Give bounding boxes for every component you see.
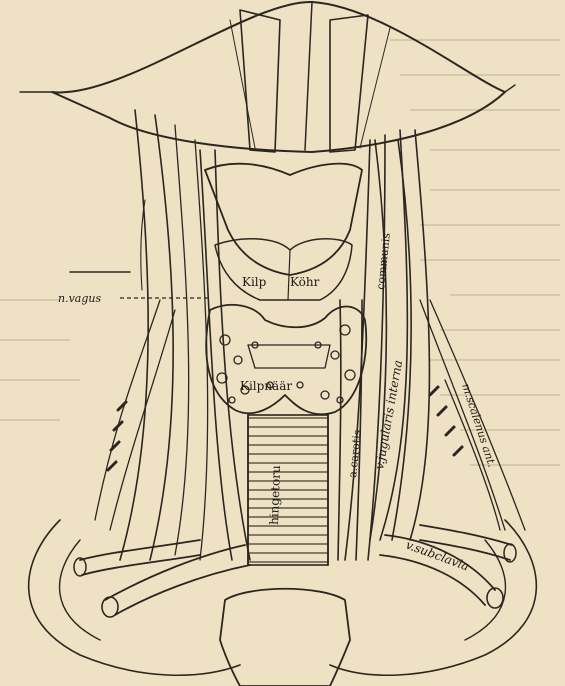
label-hingetoru: hingetoru (267, 465, 283, 525)
right-neck-muscles (345, 130, 525, 560)
thyroid-gland (206, 305, 366, 414)
mylohyoid-muscle (20, 2, 515, 152)
trachea (248, 415, 328, 565)
label-v-jugularis-interna: v.jugularis interna (372, 359, 405, 470)
infrahyoid-strap-muscles (240, 10, 368, 152)
sternum-manubrium (220, 589, 350, 686)
label-kilp: Kilp (242, 275, 267, 289)
jugular-vein (370, 140, 411, 540)
label-kilpnaare: Kilpnäär (240, 379, 292, 393)
thyroid-cartilage (205, 164, 362, 300)
label-a-carotis-communis: communis (374, 232, 393, 290)
label-n-vagus: n.vagus (58, 292, 101, 305)
label-a-carotis: a.carotis (346, 429, 364, 479)
label-kohr: Köhr (290, 275, 320, 289)
